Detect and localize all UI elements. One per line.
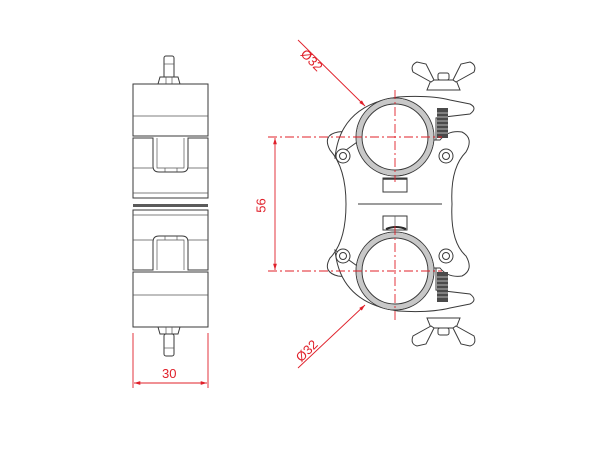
bottom-bolt-icon bbox=[157, 326, 181, 357]
top-diameter-leader bbox=[297, 39, 366, 107]
top-bolt-icon bbox=[157, 55, 181, 85]
side-view bbox=[132, 55, 209, 388]
center-distance-label: 56 bbox=[253, 198, 269, 213]
top-wingnut-icon bbox=[411, 61, 476, 138]
bottom-wingnut-icon bbox=[411, 272, 476, 347]
width-dimension bbox=[132, 333, 209, 388]
width-dimension-label: 30 bbox=[162, 366, 177, 381]
pivot-hole-icons bbox=[335, 148, 454, 264]
bottom-diameter-leader bbox=[297, 304, 366, 369]
front-view bbox=[268, 39, 476, 369]
